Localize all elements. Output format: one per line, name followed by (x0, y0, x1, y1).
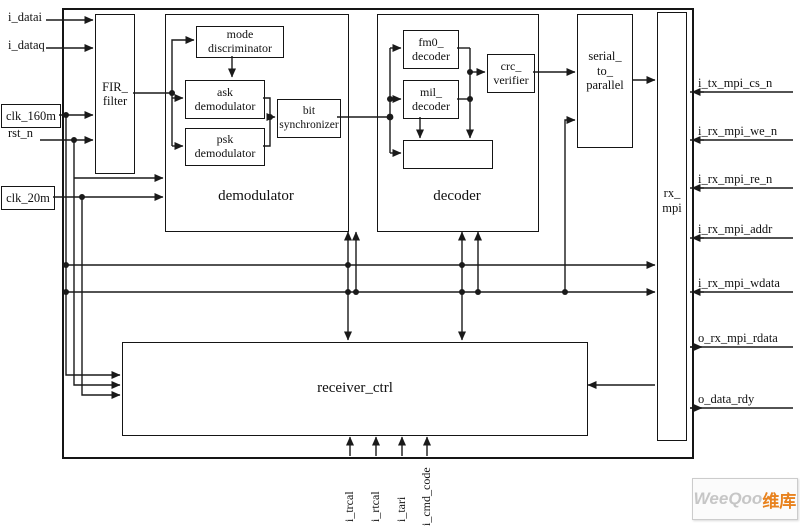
block-rx-mpi: rx_ mpi (657, 12, 687, 441)
block-mil-decoder: mil_ decoder (403, 80, 459, 119)
block-label: mode (226, 27, 254, 42)
block-label: mpi (662, 200, 682, 215)
block-label: rx_ (663, 186, 681, 201)
block-label: clk_160m (6, 108, 56, 123)
block-label: discriminator (208, 41, 272, 55)
signal-rst-n: rst_n (8, 126, 33, 140)
block-label: to_ (597, 63, 613, 78)
block-label: bit (302, 105, 316, 118)
block-psk-demodulator: psk demodulator (185, 128, 265, 166)
signal-clk-20m: clk_20m (1, 186, 55, 210)
signal-o-rx-mpi-rdata: o_rx_mpi_rdata (698, 331, 778, 345)
block-bit-synchronizer: bit synchronizer (277, 99, 341, 138)
signal-i-rx-mpi-wdata: i_rx_mpi_wdata (698, 276, 780, 290)
signal-i-rtcal: i_rtcal (368, 491, 382, 522)
block-label: filter (102, 94, 128, 108)
block-label: mil_ (419, 84, 442, 99)
signal-i-datai: i_datai (8, 10, 43, 24)
block-label: clk_20m (6, 190, 50, 205)
block-label: fm0_ (418, 34, 444, 49)
block-label: serial_ (588, 49, 622, 64)
watermark-brand: WeeQoo (693, 489, 763, 508)
block-crc-verifier: crc_ verifier (487, 54, 535, 93)
block-label: ask (217, 84, 233, 99)
block-label: receiver_ctrl (317, 380, 393, 397)
decoder-label: decoder (433, 188, 481, 204)
signal-i-trcal: i_trcal (342, 491, 356, 522)
block-label: synchronizer (279, 118, 339, 131)
block-mode-discriminator: mode discriminator (196, 26, 284, 58)
signal-i-rx-mpi-re-n: i_rx_mpi_re_n (698, 172, 773, 186)
block-fm0-decoder: fm0_ decoder (403, 30, 459, 69)
block-ask-demodulator: ask demodulator (185, 80, 265, 119)
signal-clk-160m: clk_160m (1, 104, 61, 128)
block-unnamed-register (403, 140, 493, 169)
block-receiver-ctrl: receiver_ctrl (122, 342, 588, 436)
signal-i-cmd-code: i_cmd_code (419, 467, 433, 526)
signal-o-data-rdy: o_data_rdy (698, 392, 755, 406)
block-label: decoder (412, 98, 450, 113)
block-label: verifier (493, 72, 529, 87)
block-label: decoder (412, 48, 450, 63)
block-label: psk (216, 132, 234, 147)
block-label: FIR_ (102, 79, 128, 94)
block-label: demodulator (194, 98, 256, 113)
signal-i-dataq: i_dataq (8, 38, 45, 52)
signal-i-tx-mpi-cs-n: i_tx_mpi_cs_n (698, 76, 773, 90)
block-serial-to-parallel: serial_ to_ parallel (577, 14, 633, 148)
signal-i-tari: i_tari (394, 496, 408, 522)
watermark-suffix: 维库 (762, 491, 797, 511)
demodulator-label: demodulator (218, 188, 294, 204)
signal-i-rx-mpi-we-n: i_rx_mpi_we_n (698, 124, 778, 138)
block-label: parallel (586, 78, 624, 93)
signal-i-rx-mpi-addr: i_rx_mpi_addr (698, 222, 773, 236)
block-label: demodulator (194, 146, 256, 160)
block-label: crc_ (500, 58, 522, 73)
block-fir-filter: FIR_ filter (95, 14, 135, 174)
